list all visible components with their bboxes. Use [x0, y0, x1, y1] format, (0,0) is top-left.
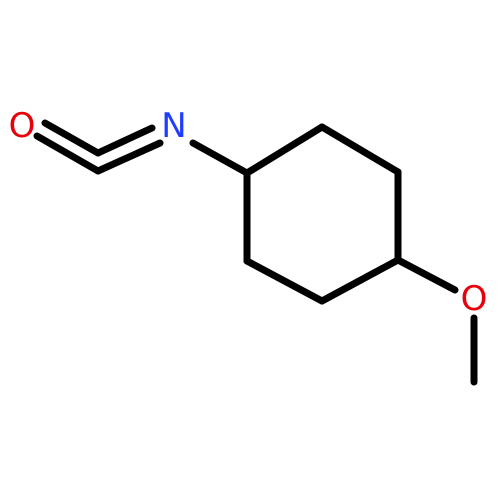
atom-oxygen-isocyanate: O	[9, 106, 36, 146]
cyclohexane-ring	[243, 123, 402, 305]
atom-nitrogen: N	[161, 106, 186, 146]
methoxy-group	[394, 256, 478, 386]
ring-bond-1	[243, 123, 326, 177]
bond-ring-o	[394, 256, 459, 294]
isocyanate-group	[33, 119, 251, 177]
bond-o-c-double-1	[33, 132, 102, 175]
ring-bond-2	[318, 123, 402, 176]
bond-c-n-double-1	[94, 139, 164, 175]
ring-bond-5	[243, 257, 326, 305]
bond-o-c-double-2	[41, 119, 102, 157]
ring-bond-4	[318, 256, 402, 305]
atom-oxygen-methoxy: O	[461, 279, 488, 319]
bond-c-n-double-2	[94, 124, 156, 157]
bond-n-ring	[189, 139, 251, 177]
